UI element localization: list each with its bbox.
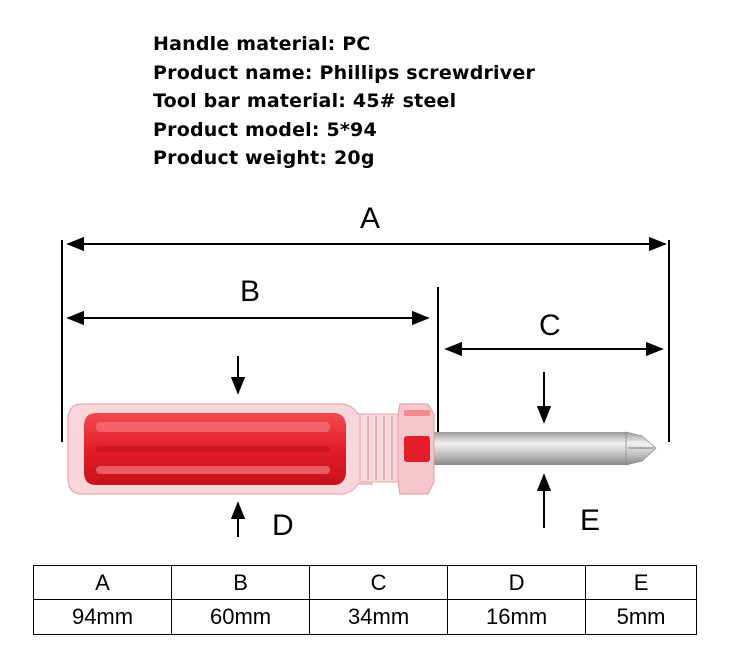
table-cell: 5mm (585, 599, 697, 635)
handle-collar (359, 413, 403, 483)
table-cell: 16mm (447, 599, 587, 635)
table-row: 94mm 60mm 34mm 16mm 5mm (32, 599, 697, 635)
spec-product-weight: Product weight: 20g (153, 147, 375, 169)
spec-list: Handle material: PC Product name: Philli… (153, 30, 535, 173)
table-header-cell: B (171, 565, 311, 600)
screwdriver-illustration (67, 403, 657, 495)
table-header-cell: A (32, 565, 173, 600)
dimension-e-label: E (580, 504, 600, 537)
spec-product-model: Product model: 5*94 (153, 118, 377, 141)
table-cell: 94mm (32, 599, 173, 635)
dimension-d-label: D (272, 509, 294, 542)
spec-product-name: Product name: Phillips screwdriver (153, 61, 536, 84)
table-header-cell: D (447, 565, 587, 600)
table-header-cell: E (585, 565, 697, 600)
table-cell: 34mm (309, 599, 449, 635)
dimension-a-label: A (360, 202, 380, 235)
dimension-c-label: C (539, 309, 561, 342)
spec-tool-bar-material: Tool bar material: 45# steel (153, 90, 457, 112)
dimension-diagram: A B C D E (61, 202, 670, 542)
table-cell: 60mm (171, 599, 311, 635)
spec-handle-material: Handle material: PC (153, 33, 371, 55)
table-header-cell: C (309, 565, 449, 600)
dimensions-table: A B C D E 94mm 60mm 34mm 16mm 5mm (32, 565, 697, 635)
dimension-b-label: B (240, 275, 260, 308)
screwdriver-shaft (432, 432, 628, 465)
table-header-row: A B C D E (32, 565, 697, 600)
